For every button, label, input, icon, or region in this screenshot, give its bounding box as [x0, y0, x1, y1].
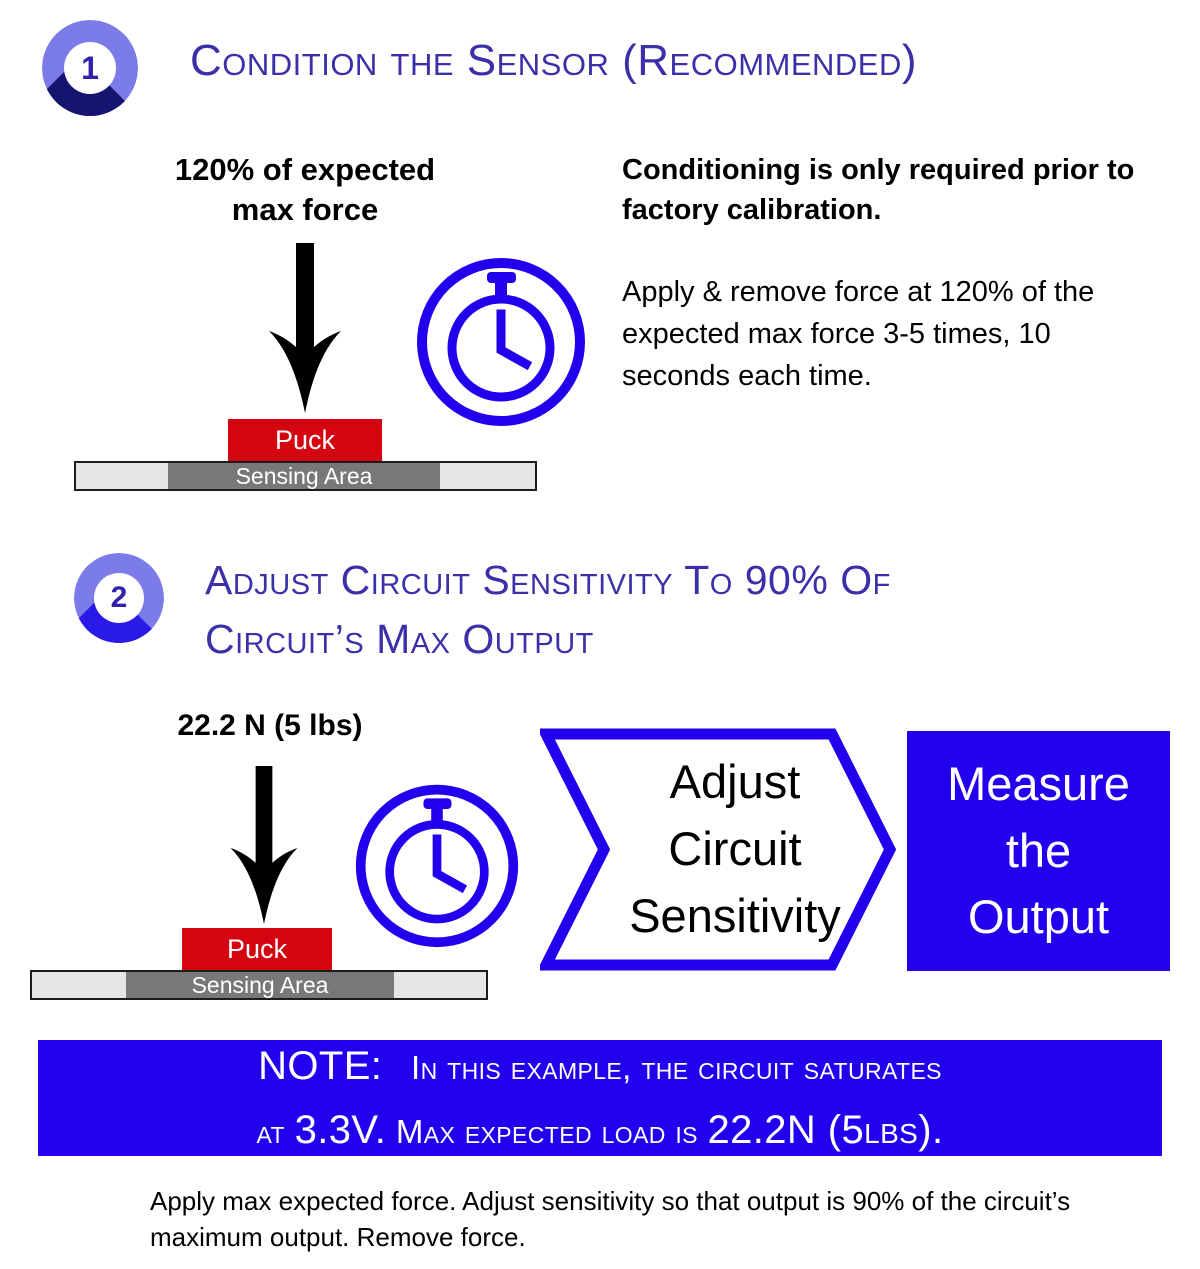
chevron-line-1: Adjust [669, 755, 801, 809]
adjust-circuit-sensitivity-chevron: Adjust Circuit Sensitivity [537, 728, 897, 971]
note-label: NOTE: [258, 1044, 383, 1088]
step-1-title: Condition the Sensor (Recommended) [190, 36, 918, 85]
step-1-number: 1 [81, 50, 99, 86]
note-banner: NOTE: In this example, the circuit satur… [38, 1040, 1162, 1156]
measure-line-1: Measure [947, 756, 1130, 810]
badge-inner: 1 [64, 42, 116, 94]
step-1-badge: 1 [42, 20, 138, 116]
measure-line-2: the [1005, 823, 1072, 877]
note-line-2: at 3.3V. Max expected load is 22.2N (5lb… [257, 1098, 944, 1162]
step-2-puck: Puck [182, 928, 332, 970]
chevron-line-3: Sensitivity [629, 888, 841, 942]
step-1-force-label-line1: 120% of expected [174, 152, 436, 187]
note-line-1: NOTE: In this example, the circuit satur… [258, 1034, 942, 1098]
step-2-sensing-area: Sensing Area [126, 972, 394, 998]
measure-line-3: Output [967, 890, 1110, 944]
step-1-sensor-bar: Sensing Area [74, 461, 537, 491]
step-2-title-line1: Adjust Circuit Sensitivity To 90% Of [205, 557, 891, 603]
step-2-sensor-bar: Sensing Area [30, 970, 488, 1000]
step-1-sensing-area: Sensing Area [168, 463, 440, 489]
force-arrow-down [269, 243, 341, 413]
badge-inner: 2 [94, 573, 144, 623]
measure-the-output-box: Measure the Output [907, 731, 1170, 971]
step-2-force-label: 22.2 N (5 lbs) [177, 709, 363, 742]
step-1-puck: Puck [228, 419, 382, 461]
step-2-badge: 2 [74, 553, 164, 643]
note-line-2-part2: Max expected load is [395, 1113, 698, 1150]
stopwatch-icon [355, 784, 519, 948]
stopwatch-icon [417, 258, 585, 426]
force-arrow-down [230, 766, 298, 925]
step-2-title-line2: Circuit’s Max Output [205, 616, 594, 662]
step-1-body-bold: Conditioning is only required prior to f… [622, 154, 1135, 227]
step-1-body-regular: Apply & remove force at 120% of the expe… [622, 276, 1095, 392]
note-line-2-part1: at [256, 1113, 285, 1150]
bottom-caption: Apply max expected force. Adjust sensiti… [150, 1186, 1071, 1252]
note-line-1-text: In this example, the circuit saturates [411, 1049, 942, 1086]
note-max-load: 22.2N (5lbs). [707, 1108, 944, 1152]
step-1-force-label-line2: max force [231, 192, 379, 227]
note-saturation-voltage: 3.3V. [294, 1108, 387, 1152]
step-2-number: 2 [110, 581, 128, 614]
chevron-line-2: Circuit [668, 822, 802, 876]
